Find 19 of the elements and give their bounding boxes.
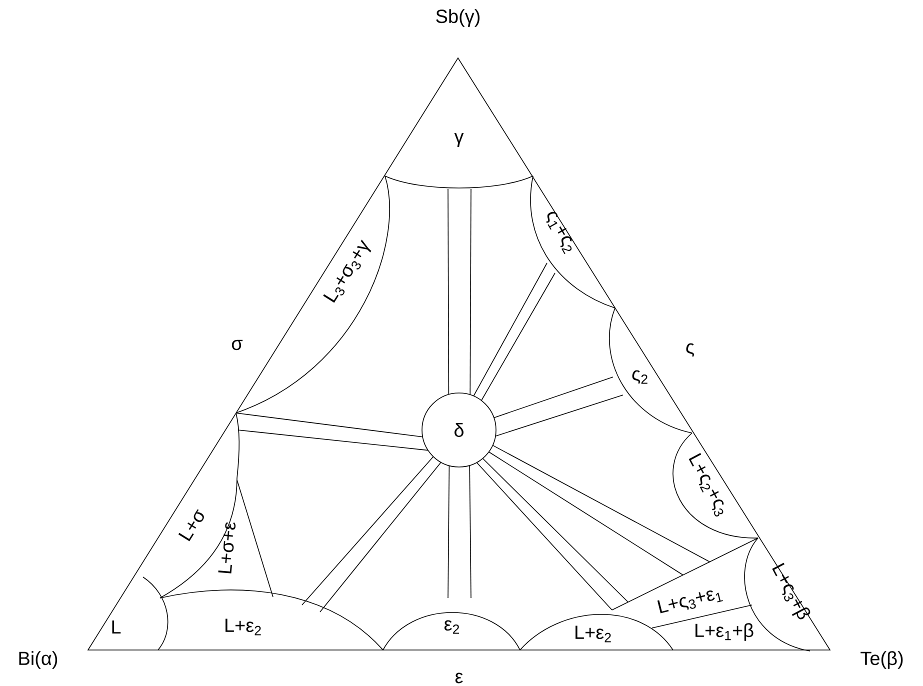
phase-label: σ <box>232 340 243 350</box>
phase-label: L+ε$_{2}$ <box>576 626 611 642</box>
phase-label: L+ς$_{2}$+ς$_{3}$ <box>688 452 724 517</box>
phase-label: ε$_{2}$ <box>444 620 460 634</box>
vertex-label: Sb(γ) <box>436 9 480 27</box>
phase-label: ε <box>455 672 463 684</box>
phase-label: L <box>112 620 121 634</box>
phase-label: L+ς$_{3}$+β <box>772 562 810 620</box>
phase-label: ς$_{1}$+ς$_{2}$ <box>546 212 572 254</box>
phase-label: L+ς$_{3}$+ε$_{1}$ <box>657 590 723 614</box>
vertex-label: Bi(α) <box>19 651 58 669</box>
phase-label: L$_{3}$+σ$_{3}$+γ <box>323 240 372 303</box>
phase-label: L+σ+ε <box>218 522 236 574</box>
phase-label: ς <box>686 343 694 357</box>
phase-label: L+ε$_{2}$ <box>226 618 261 636</box>
phase-label: γ <box>454 133 464 147</box>
vertex-label: Te(β) <box>860 651 903 669</box>
phase-label: L+ε$_{1}$+β <box>696 623 754 641</box>
phase-label: ς$_{2}$ <box>632 370 648 384</box>
